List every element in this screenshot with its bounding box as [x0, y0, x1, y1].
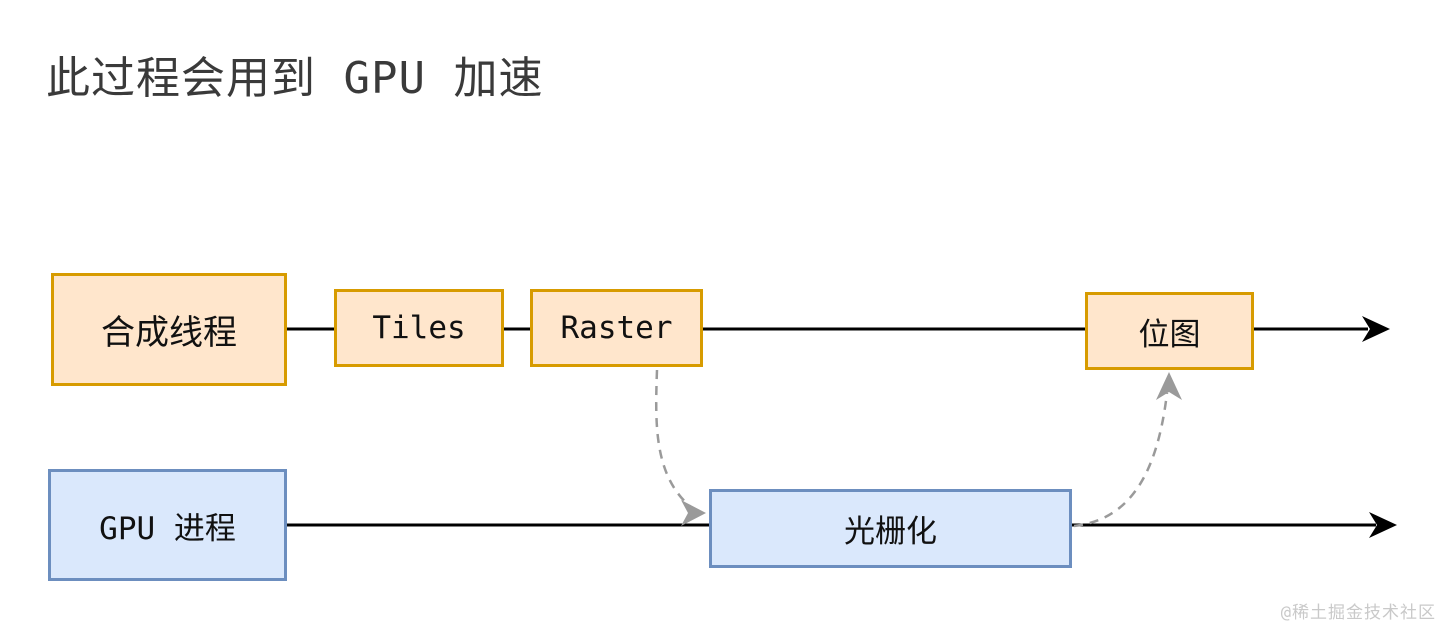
node-bitmap: 位图 [1085, 292, 1254, 370]
page-title: 此过程会用到 GPU 加速 [46, 53, 544, 104]
dashed-arrowhead-north-icon [1156, 372, 1182, 400]
node-gpu-process: GPU 进程 [48, 469, 287, 581]
dashed-edge-raster-to-rasterization [654, 369, 693, 509]
node-tiles-label: Tiles [372, 310, 466, 346]
node-compositor-thread: 合成线程 [51, 273, 287, 386]
node-rasterization: 光栅化 [709, 489, 1072, 568]
top-arrowhead-icon [1362, 316, 1390, 342]
node-rasterization-label: 光栅化 [844, 514, 937, 550]
watermark: @稀土掘金技术社区 [1280, 603, 1436, 623]
bottom-arrowhead-icon [1369, 512, 1397, 538]
node-gpu-process-label: GPU 进程 [99, 510, 236, 547]
node-raster: Raster [530, 289, 703, 367]
node-raster-label: Raster [560, 310, 673, 346]
node-bitmap-label: 位图 [1138, 316, 1201, 353]
node-tiles: Tiles [334, 289, 504, 367]
dashed-arrowhead-east-icon [681, 500, 706, 526]
dashed-edge-rasterization-to-bitmap [1073, 392, 1169, 528]
node-compositor-thread-label: 合成线程 [101, 313, 237, 353]
